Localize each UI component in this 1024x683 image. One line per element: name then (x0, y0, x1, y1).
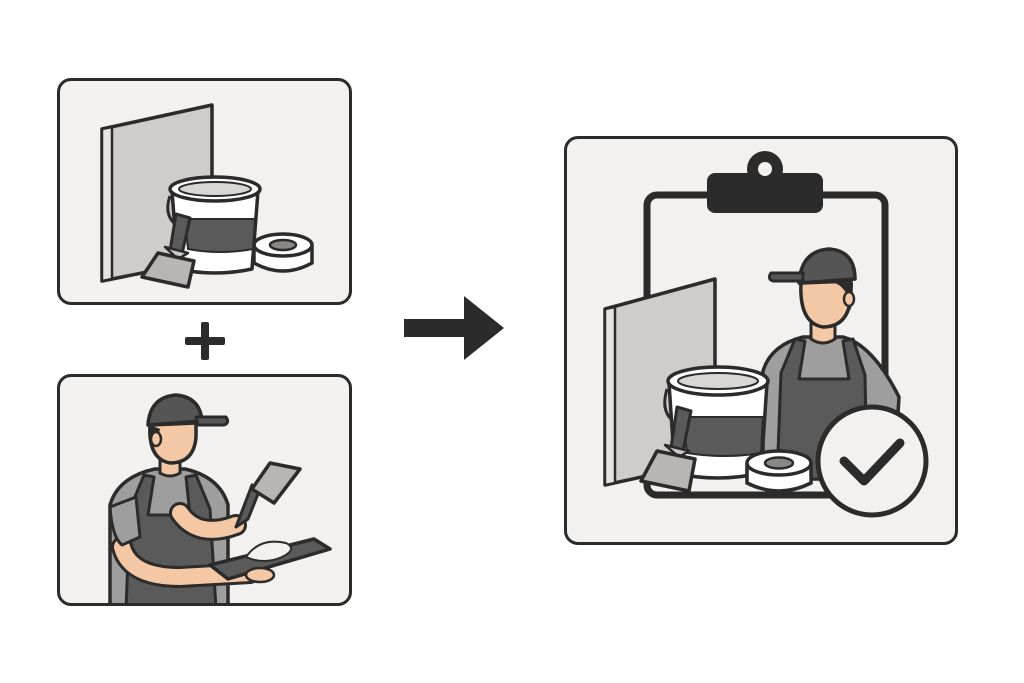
putty-knife-icon (234, 461, 302, 529)
worker-panel (57, 374, 352, 606)
putty-knife-icon (639, 405, 697, 493)
compound-bucket-icon (166, 175, 262, 275)
result-panel (564, 136, 958, 545)
arrow-right-icon (400, 292, 510, 364)
plus-icon (180, 320, 230, 364)
tape-roll-icon (745, 449, 813, 493)
hawk-board-icon (208, 537, 332, 584)
tape-roll-icon (252, 232, 314, 273)
worker-icon (108, 393, 261, 603)
putty-knife-icon (140, 212, 196, 289)
check-badge-icon (815, 404, 929, 518)
compound-bucket-icon (663, 365, 770, 480)
materials-panel (57, 78, 352, 305)
